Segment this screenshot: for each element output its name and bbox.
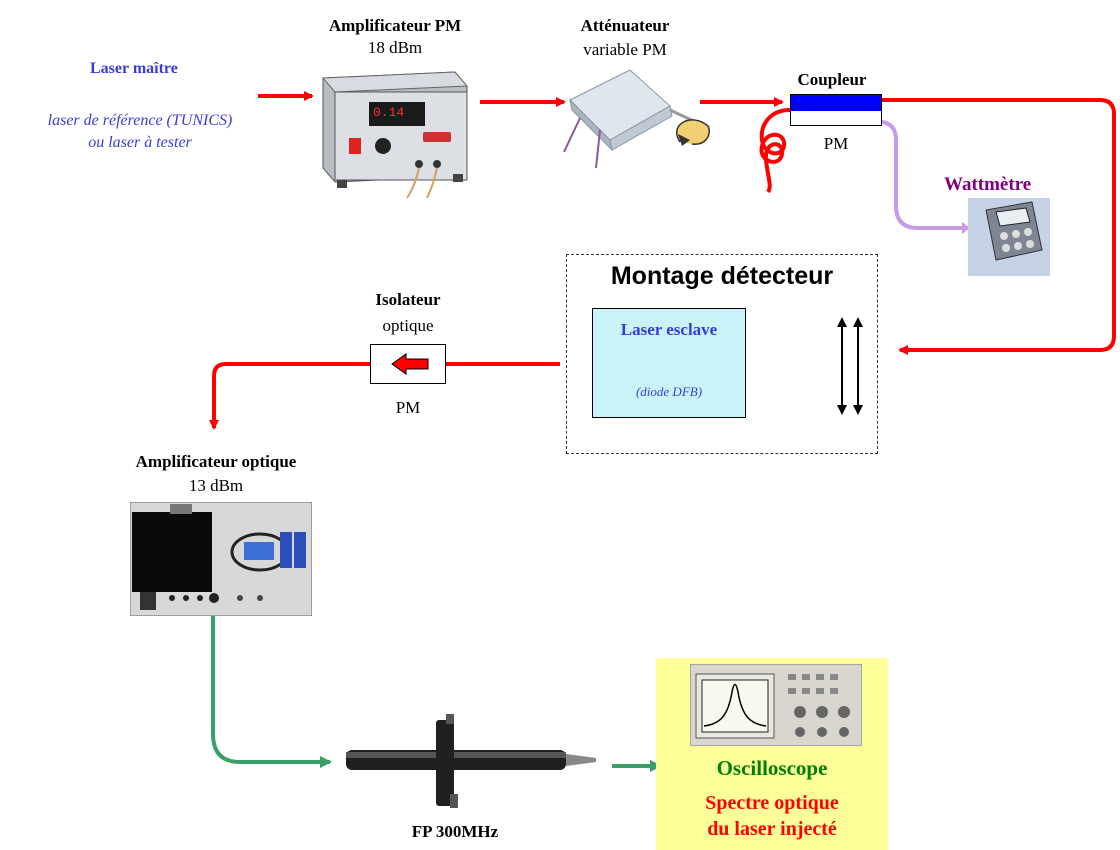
isolator-arrow-icon xyxy=(370,344,446,384)
fp-label: FP 300MHz xyxy=(411,822,499,841)
isolator-pm: PM xyxy=(395,398,421,417)
spectre-line2: du laser injecté xyxy=(707,818,837,840)
wattmeter-device-icon xyxy=(968,198,1050,276)
coupler-title: Coupleur xyxy=(797,70,867,89)
optical-amplifier-device-icon xyxy=(130,502,312,616)
double-arrow-icon xyxy=(837,317,863,415)
oscilloscope-title: Oscilloscope xyxy=(716,756,828,780)
laser-master-title: Laser maître xyxy=(90,60,178,77)
coupler-subtitle: PM xyxy=(823,134,849,153)
fiber-coupler-to-montage xyxy=(882,98,1116,355)
coupler-icon xyxy=(790,94,882,126)
fiber-isolator-to-optical-amp xyxy=(209,362,370,430)
isolator-title: Isolateur xyxy=(375,290,441,309)
laser-esclave-label: Laser esclave xyxy=(620,320,718,339)
fiber-amp-to-fp xyxy=(211,614,332,768)
optical-amp-title: Amplificateur optique xyxy=(135,452,297,471)
attenuator-device-icon xyxy=(563,69,710,169)
ampli-pm-power: 18 dBm xyxy=(367,38,423,57)
oscilloscope-device-icon xyxy=(690,664,862,746)
laser-esclave-box xyxy=(592,308,746,418)
attenuator-title: Atténuateur xyxy=(580,16,670,35)
laser-master-line2: ou laser à tester xyxy=(88,134,192,151)
montage-detecteur-box xyxy=(566,254,878,454)
isolator-subtitle: optique xyxy=(382,316,434,335)
laser-esclave-diode: (diode DFB) xyxy=(635,384,703,399)
fiber-coil xyxy=(759,108,791,194)
amplifier-pm-device-icon xyxy=(321,71,469,198)
laser-master-line1: laser de référence (TUNICS) xyxy=(47,112,233,129)
attenuator-subtitle: variable PM xyxy=(583,40,667,59)
fabry-perot-icon xyxy=(346,714,596,808)
spectre-line1: Spectre optique xyxy=(705,792,839,814)
fiber-coupler-to-wattmeter xyxy=(881,120,962,230)
ampli-pm-display: 0.14 xyxy=(373,105,405,120)
wattmeter-title: Wattmètre xyxy=(944,174,1032,195)
ampli-pm-title: Amplificateur PM xyxy=(328,16,462,35)
montage-title: Montage détecteur xyxy=(610,262,834,290)
optical-amp-power: 13 dBm xyxy=(188,476,244,495)
